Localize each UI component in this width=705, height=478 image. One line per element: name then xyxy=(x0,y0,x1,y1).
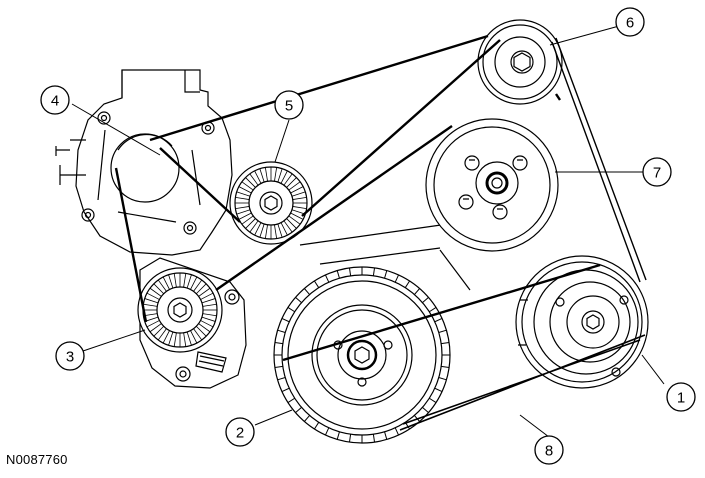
callout-3: 3 xyxy=(55,341,85,371)
callout-2: 2 xyxy=(225,417,255,447)
callout-leaders xyxy=(71,22,665,438)
callouts: 1 2 3 4 5 6 7 8 xyxy=(40,7,696,465)
callout-circle xyxy=(642,157,672,187)
water-pump-pulley xyxy=(425,118,559,252)
callout-5: 5 xyxy=(274,90,304,120)
ac-compressor-pulley xyxy=(515,255,649,389)
callout-circle xyxy=(55,341,85,371)
callout-circle xyxy=(40,85,70,115)
callout-circle xyxy=(534,435,564,465)
callout-number: 7 xyxy=(653,165,661,182)
callout-circle xyxy=(274,90,304,120)
callout-4: 4 xyxy=(40,85,70,115)
tensioner-pulley xyxy=(137,267,223,353)
callout-1: 1 xyxy=(666,382,696,412)
callout-number: 2 xyxy=(236,425,244,442)
callout-number: 8 xyxy=(545,443,553,460)
callout-7: 7 xyxy=(642,157,672,187)
callout-number: 6 xyxy=(626,15,634,32)
callout-6: 6 xyxy=(615,7,645,37)
callout-circle xyxy=(666,382,696,412)
generator xyxy=(55,69,233,256)
drive-belt xyxy=(114,34,647,431)
callout-number: 3 xyxy=(66,349,74,366)
idler-pulley-middle xyxy=(229,161,313,245)
crankshaft-pulley xyxy=(273,266,451,444)
callout-number: 5 xyxy=(285,98,293,115)
callout-number: 1 xyxy=(677,390,685,407)
figure-id: N0087760 xyxy=(6,452,68,467)
engine-outline xyxy=(299,223,471,291)
idler-pulley-upper xyxy=(477,19,563,105)
callout-circle xyxy=(615,7,645,37)
callout-number: 4 xyxy=(51,93,59,110)
callout-8: 8 xyxy=(534,435,564,465)
callout-circle xyxy=(225,417,255,447)
